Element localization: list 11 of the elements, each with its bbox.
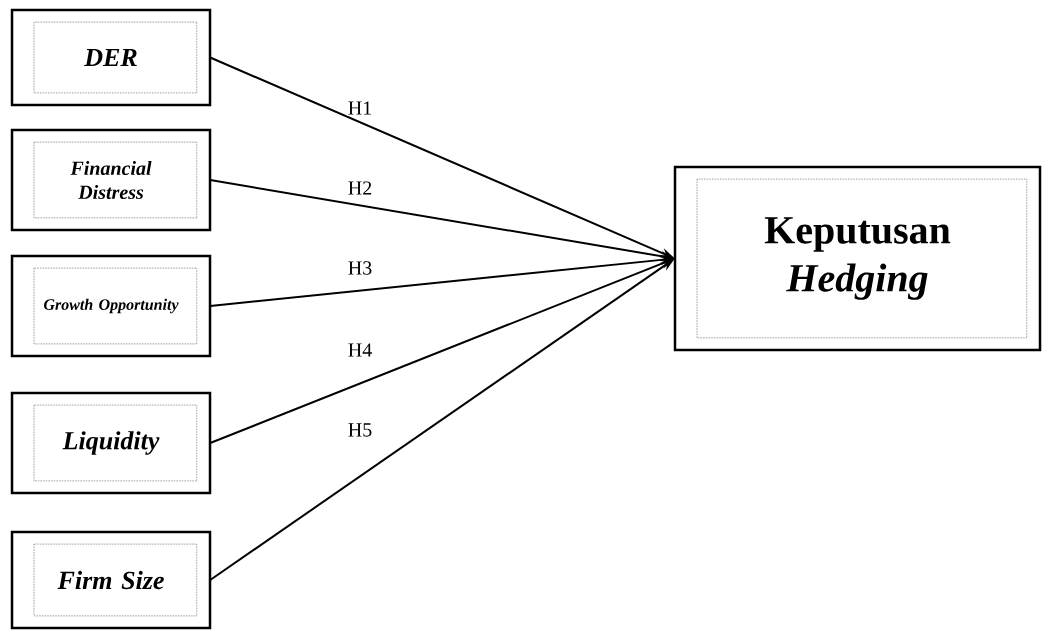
edge-label: H3	[346, 260, 374, 276]
variable-box: Keputusan Hedging	[673, 165, 1042, 352]
variable-box: Firm Size	[10, 530, 212, 630]
edge-label: H4	[346, 342, 374, 358]
edge-label: H2	[346, 180, 374, 196]
variable-box: Financial Distress	[10, 128, 212, 232]
variable-box: Growth Opportunity	[10, 254, 212, 358]
edge-label: H5	[346, 422, 374, 438]
edge-label: H1	[346, 100, 374, 116]
variable-box: Liquidity	[10, 391, 212, 495]
variable-box: DER	[10, 8, 212, 107]
